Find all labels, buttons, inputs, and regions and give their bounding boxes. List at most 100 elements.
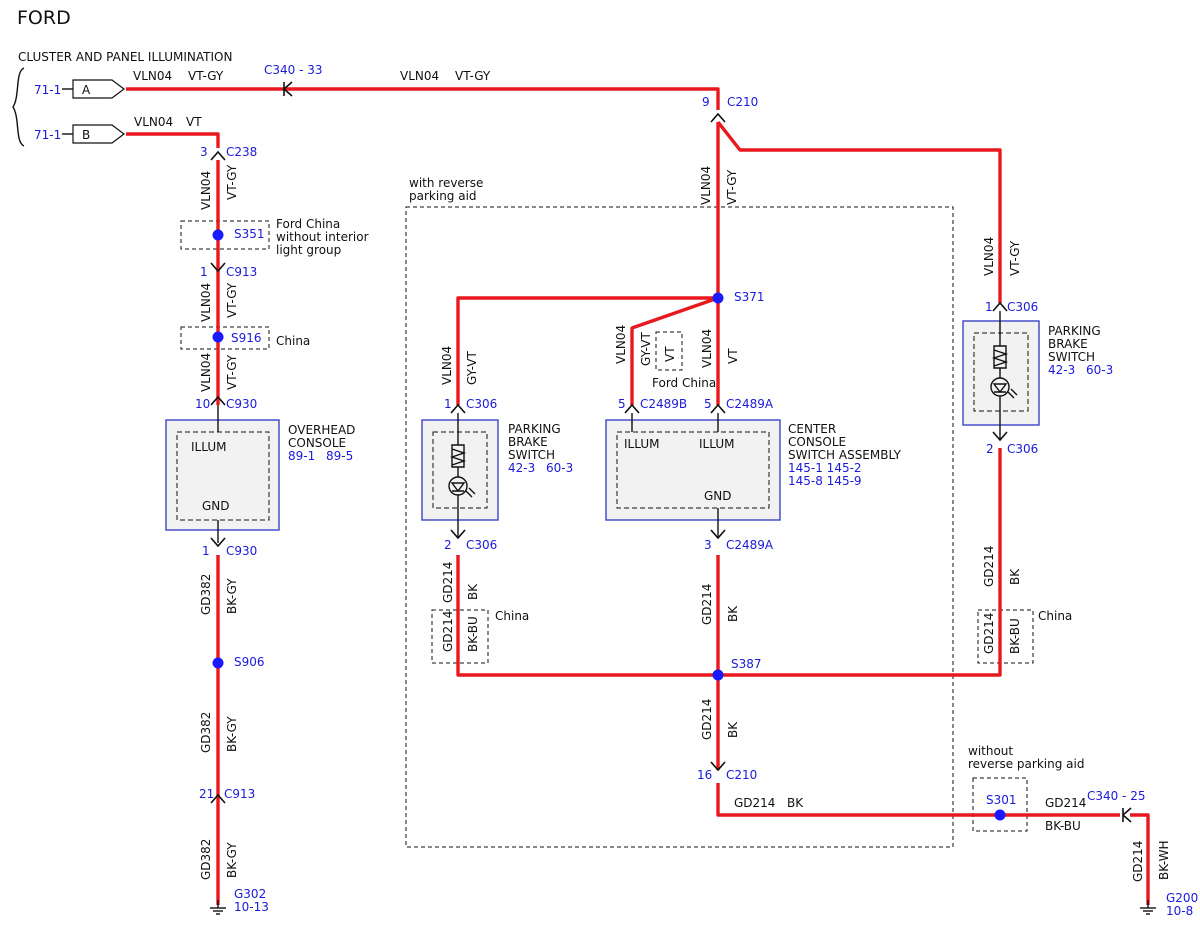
note-without-rpa-line1: without (968, 744, 1013, 758)
wire-label-bkgy-1: BK-GY (225, 578, 239, 614)
wire-label-gd214-rsw: GD214 (982, 546, 996, 587)
wire-label-gd214-rsw-china: GD214 (982, 613, 996, 654)
pin-c306-rsw-top: 1 (985, 300, 993, 314)
brand-title: FORD (17, 7, 71, 29)
wire-s371-to-c2489b (630, 296, 719, 405)
wire-label-bkwh-g200: BK-WH (1157, 840, 1171, 880)
connector-c930-top: C930 (226, 397, 257, 411)
splice-s387 (712, 669, 724, 681)
overhead-console-illum: ILLUM (191, 440, 226, 454)
parking-brake-right-name2: BRAKE (1048, 337, 1088, 351)
wire-label-vtgy-top: VT-GY (455, 69, 491, 83)
wire-label-vln04-top: VLN04 (400, 69, 439, 83)
center-console-name2: CONSOLE (788, 435, 846, 449)
parking-brake-left-name3: SWITCH (508, 448, 555, 462)
wire-label-bk-lsw: BK (466, 583, 480, 600)
pin-c210-top: 9 (702, 95, 710, 109)
connector-arrow-c306-rsw-top (992, 301, 1008, 312)
ground-label-g200: G200 (1166, 891, 1198, 905)
wire-label-bk-rsw: BK (1008, 568, 1022, 585)
wire-label-gd214-lsw: GD214 (441, 562, 455, 603)
connector-c340-33: C340 - 33 (264, 63, 323, 77)
splice-s906 (212, 657, 224, 669)
flag-b (72, 124, 125, 144)
connector-c930-bottom: C930 (226, 544, 257, 558)
wire-label-gd214-s301: GD214 (1045, 796, 1086, 810)
wire-label-gyvt-c2489b: GY-VT (639, 332, 653, 366)
center-console-ref2: 145-8 145-9 (788, 474, 862, 488)
wire-label-gd214-center: GD214 (700, 584, 714, 625)
connector-c210-bottom: C210 (726, 768, 757, 782)
note-with-rpa-line1: with reverse (409, 176, 483, 190)
pin-c913-top: 1 (200, 265, 208, 279)
overhead-console-inner (176, 431, 270, 521)
splice-s351 (212, 229, 224, 241)
connector-c2489a-bottom: C2489A (726, 538, 774, 552)
wire-label-gd382-2: GD382 (199, 712, 213, 753)
note-china-left: China (495, 609, 529, 623)
parking-brake-right-name3: SWITCH (1048, 350, 1095, 364)
wire-label-vln04-a: VLN04 (133, 69, 172, 83)
wire-vln04-to-right-switch (716, 120, 1002, 303)
splice-label-s916: S916 (231, 331, 262, 345)
parking-brake-left-name2: BRAKE (508, 435, 548, 449)
connector-arrow-c913-top (210, 262, 226, 273)
wire-label-bk-lower: BK (726, 721, 740, 738)
connector-arrow-c306-lsw-top (450, 403, 466, 414)
ground-ref-g200: 10-8 (1166, 904, 1193, 918)
wire-s371-to-left-switch (456, 296, 718, 405)
overhead-console-ref2: 89-5 (326, 449, 353, 463)
connector-c306-rsw-bottom: C306 (1007, 442, 1038, 456)
flag-a-ref: 71-1 (34, 83, 61, 97)
pin-c930-bottom: 1 (202, 544, 210, 558)
wire-label-gd382-1: GD382 (199, 574, 213, 615)
center-console-name1: CENTER (788, 422, 836, 436)
wire-label-vln04-mid: VLN04 (699, 166, 713, 205)
wire-label-vtgy-a: VT-GY (188, 69, 224, 83)
connector-arrow-c930-bottom (210, 537, 226, 548)
wire-label-vln04-left3: VLN04 (199, 353, 213, 392)
wire-gd214-g200 (1130, 813, 1150, 905)
connector-arrow-c238 (210, 150, 226, 161)
pin-c913-bottom: 21 (199, 787, 214, 801)
pin-c210-bottom: 16 (697, 768, 712, 782)
wire-label-gd214-bottom: GD214 (734, 796, 775, 810)
wire-vln04-top (126, 87, 720, 110)
wire-label-vln04-left1: VLN04 (199, 171, 213, 210)
wire-label-vln04-b: VLN04 (134, 115, 173, 129)
connector-arrow-c913-bottom (210, 793, 226, 804)
note-ford-china-line2: without interior (276, 230, 369, 244)
flag-b-ref: 71-1 (34, 128, 61, 142)
region-ford-china-s351 (180, 220, 270, 250)
wire-label-bkgy-2: BK-GY (225, 716, 239, 752)
connector-arrow-c210-bottom (710, 761, 726, 772)
wire-label-vtgy-mid: VT-GY (725, 169, 739, 205)
center-console-gnd: GND (704, 489, 732, 503)
connector-arrow-c210-top (710, 112, 726, 123)
splice-label-s301: S301 (986, 793, 1017, 807)
wire-label-gd214-lsw-china: GD214 (441, 611, 455, 652)
wire-label-vtgy-left3: VT-GY (225, 354, 239, 390)
connector-c238: C238 (226, 145, 257, 159)
wire-gd214-left (456, 448, 1002, 677)
note-ford-china-vt: Ford China (652, 376, 716, 390)
overhead-console-ref1: 89-1 (288, 449, 315, 463)
center-console-inner (616, 431, 770, 509)
pin-c306-lsw-top: 1 (444, 397, 452, 411)
pin-c930-top: 10 (195, 397, 210, 411)
wire-label-vln04-right: VLN04 (982, 237, 996, 276)
pin-c306-lsw-bottom: 2 (444, 538, 452, 552)
splice-label-s387: S387 (731, 657, 762, 671)
center-console-illum-2: ILLUM (699, 437, 734, 451)
ground-symbol-g200 (1140, 900, 1156, 915)
connector-c2489a-top: C2489A (726, 397, 774, 411)
splice-label-s371: S371 (734, 290, 765, 304)
connector-c306-lsw-top: C306 (466, 397, 497, 411)
flag-b-letter: B (82, 128, 90, 142)
overhead-console-name2: CONSOLE (288, 436, 346, 450)
note-with-rpa-line2: parking aid (409, 189, 477, 203)
wire-label-bkbu-rsw-china: BK-BU (1008, 618, 1022, 654)
circuit-title: CLUSTER AND PANEL ILLUMINATION (18, 50, 232, 64)
center-console-ref1: 145-1 145-2 (788, 461, 862, 475)
